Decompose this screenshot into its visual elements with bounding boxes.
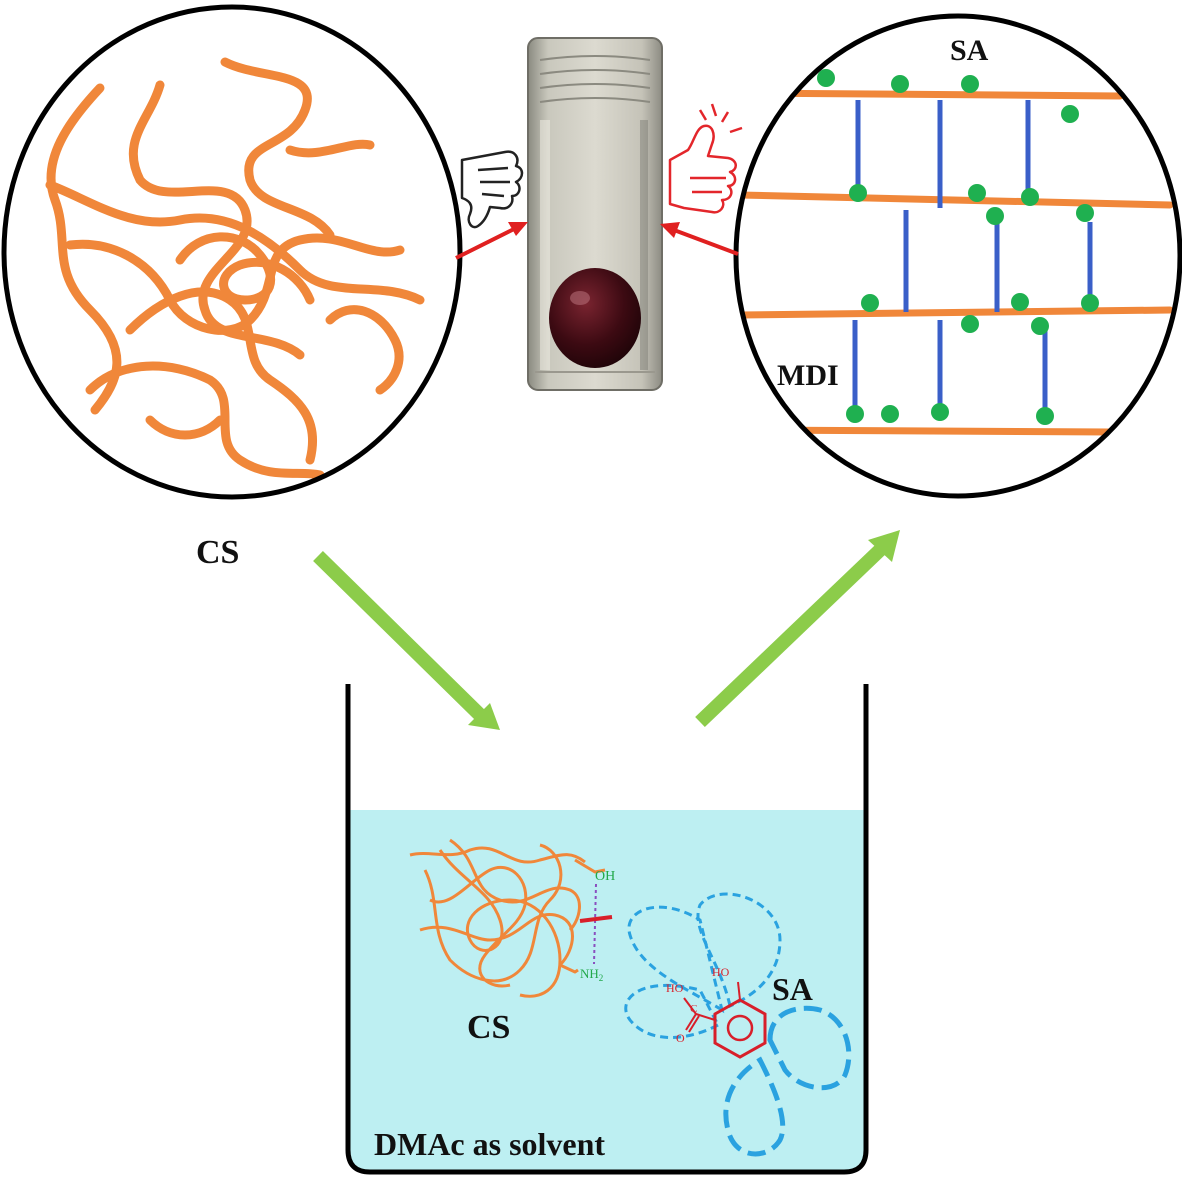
thumbs-down-icon	[460, 150, 524, 229]
sa-molecule: HO HO C O	[624, 892, 852, 1157]
benzene-ring	[713, 998, 767, 1059]
sa-dashed-lobes-small	[624, 892, 782, 1039]
nh2-label: NH2	[580, 966, 603, 983]
green-arrow-up	[695, 530, 900, 728]
sa-beaker-label: SA	[772, 971, 813, 1007]
oh-nh2-interaction: OH NH2	[579, 869, 615, 983]
oxygen-label: O	[676, 1031, 685, 1045]
mdi-crosslinks	[852, 100, 1093, 420]
beaker	[345, 684, 869, 1175]
hydrogen-bond-dashes	[593, 883, 597, 965]
blocked-bond-mark	[579, 915, 613, 923]
green-arrow-down	[313, 551, 500, 730]
ho-ring-label: HO	[712, 965, 730, 979]
cs-tangled-chains-panel	[1, 4, 463, 500]
sa-top-label: SA	[950, 34, 989, 67]
beaker-outline	[345, 684, 869, 1175]
cs-beaker-label: CS	[467, 1009, 510, 1046]
gel-ball	[549, 268, 641, 368]
cs-circle-outline	[1, 4, 463, 500]
solvent-fill	[348, 810, 866, 1172]
oh-label: OH	[595, 869, 615, 884]
cs-top-label: CS	[196, 534, 239, 571]
red-arrow-left	[455, 222, 528, 260]
carbon-label: C	[690, 1003, 697, 1015]
cs-chain-strands	[45, 57, 425, 480]
solvent-label: DMAc as solvent	[374, 1126, 605, 1162]
crosslinked-network-panel: SA MDI	[733, 13, 1182, 499]
sa-dashed-lobes-large	[723, 1005, 852, 1157]
vial-threads	[539, 55, 651, 103]
vial-photo	[527, 37, 663, 391]
red-arrow-right	[660, 222, 739, 256]
mdi-label: MDI	[777, 359, 839, 392]
thumbs-up-icon	[668, 103, 743, 214]
network-circle-outline	[733, 13, 1182, 499]
ho-acid-label: HO	[666, 981, 684, 995]
cs-coil-in-solvent	[409, 838, 606, 998]
sa-nodes	[817, 69, 1099, 425]
